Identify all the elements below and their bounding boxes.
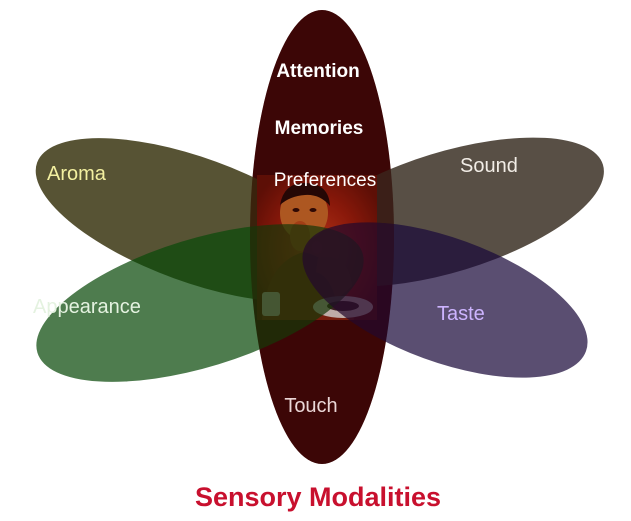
sound-label: Sound bbox=[460, 155, 518, 177]
appearance-petal bbox=[36, 224, 364, 382]
center-item-attention: Attention bbox=[276, 61, 359, 82]
appearance-label: Appearance bbox=[33, 296, 141, 318]
touch-label: Touch bbox=[284, 395, 337, 417]
center-item-preferences: Preferences bbox=[274, 170, 376, 191]
aroma-label: Aroma bbox=[47, 163, 107, 185]
taste-petal bbox=[302, 222, 588, 378]
diagram-title: Sensory Modalities bbox=[195, 482, 441, 512]
taste-label: Taste bbox=[437, 303, 485, 325]
center-item-memories: Memories bbox=[275, 118, 364, 139]
touch-petal-base bbox=[250, 10, 394, 464]
